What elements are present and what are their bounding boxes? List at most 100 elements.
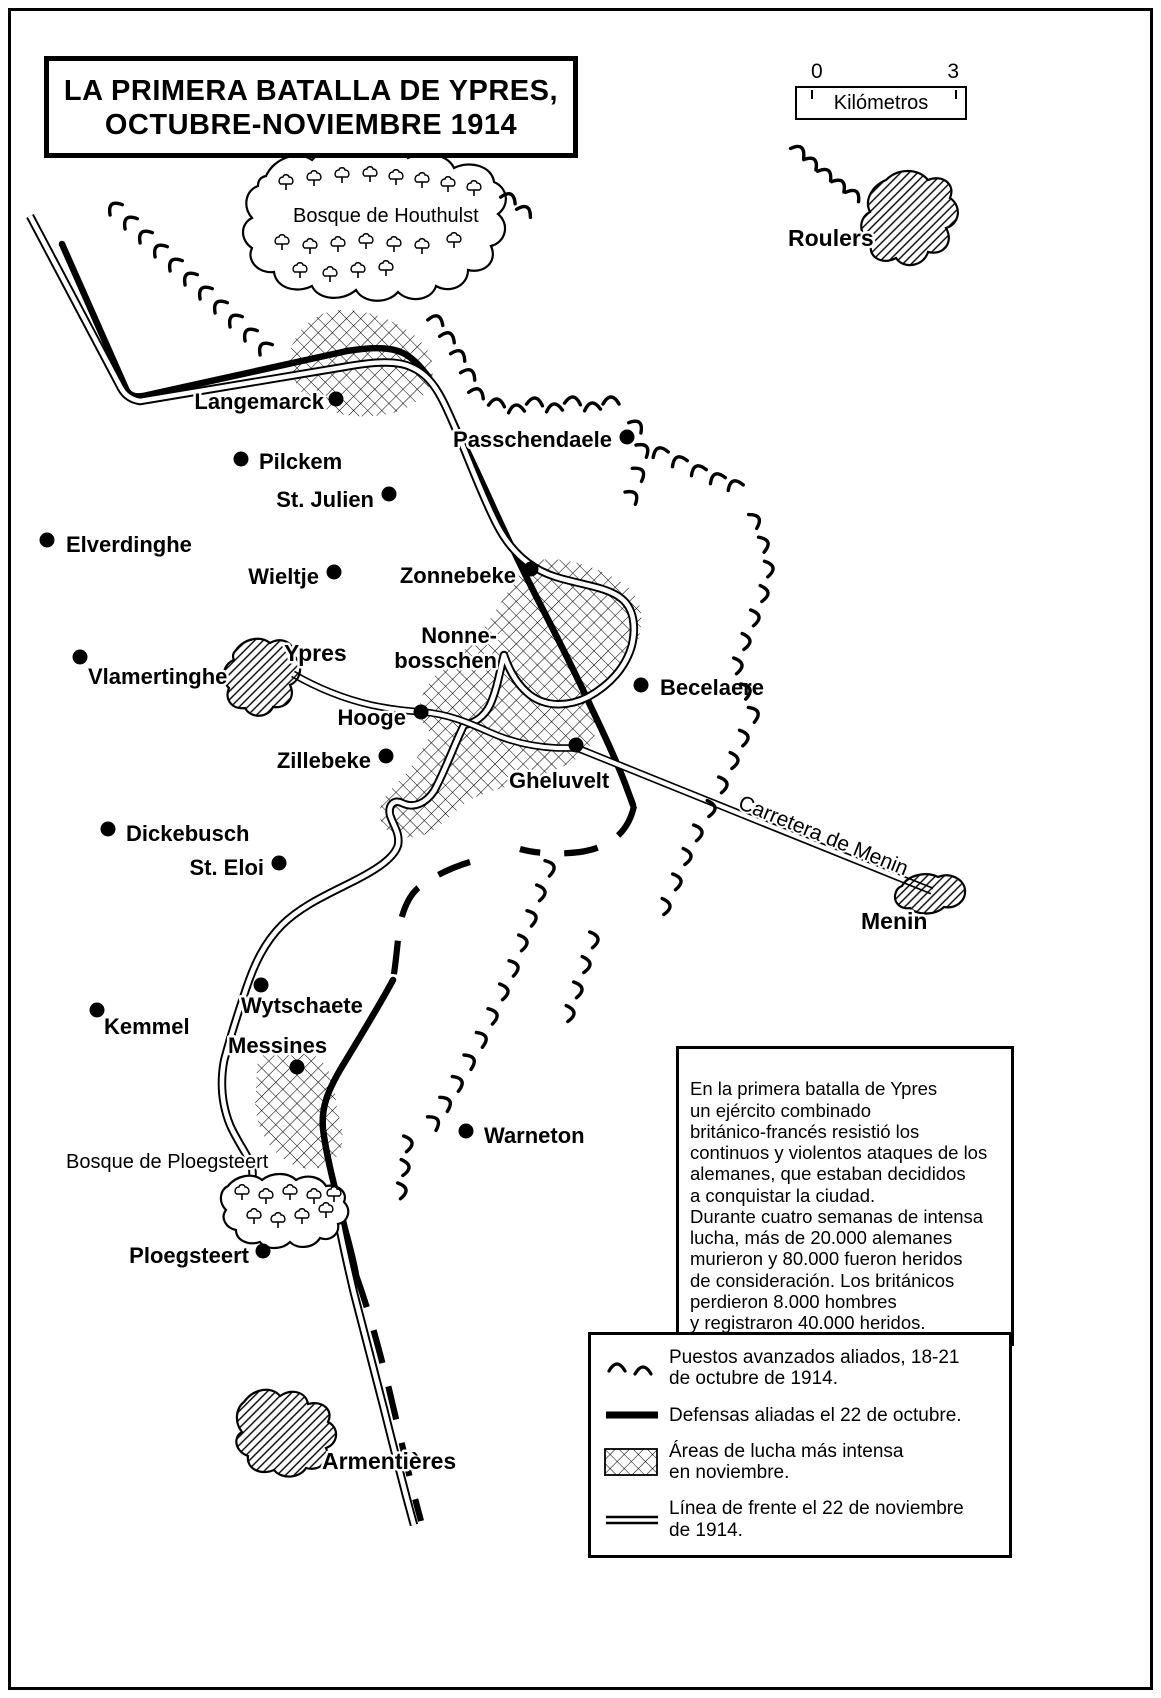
town-warneton: Warneton (458, 1121, 587, 1151)
outpost-mark-icon (118, 211, 140, 231)
outpost-mark-icon (801, 152, 823, 172)
outpost-mark-icon (815, 163, 837, 183)
legend-label-outposts: Puestos avanzados aliados, 18-21 de octu… (669, 1347, 960, 1390)
map-title-line1: LA PRIMERA BATALLA DE YPRES, (63, 75, 559, 107)
town-messines: Messines (226, 1031, 330, 1075)
outpost-mark-icon (706, 469, 727, 486)
outpost-mark-icon (601, 395, 621, 406)
front-line-outer (26, 214, 639, 1527)
outpost-mark-icon (746, 509, 765, 531)
outpost-mark-icon (458, 364, 480, 382)
town-kemmel: Kemmel (89, 1002, 192, 1042)
scale-bar: 0 3 Kilómetros (795, 60, 967, 120)
outpost-mark-icon (762, 558, 777, 579)
thick-line-symbol-icon (606, 1411, 658, 1419)
legend-label-defense-line: Defensas aliadas el 22 de octubre. (669, 1404, 962, 1426)
outpost-mark-icon (691, 822, 706, 843)
outpost-mark-icon (746, 703, 763, 724)
outpost-mark-icon (649, 443, 670, 460)
outpost-mark-icon (731, 655, 746, 676)
town-label: Passchendaele (453, 427, 612, 452)
outpost-mark-icon (437, 328, 459, 345)
town-vlamertinghe: Vlamertinghe (72, 649, 230, 692)
armentieres-city-shape (235, 1388, 338, 1478)
town-dot (326, 564, 342, 580)
outpost-mark-icon (756, 533, 773, 554)
town-label: St. Julien (276, 487, 374, 512)
armentieres-city-label: Armentières (322, 1448, 456, 1474)
outpost-mark-icon (687, 461, 708, 478)
town-label: Gheluvelt (509, 768, 610, 793)
outpost-mark-icon (626, 415, 648, 435)
outpost-mark-icon (660, 896, 673, 917)
town-label: Langemarck (194, 389, 324, 414)
outpost-mark-icon (486, 1005, 501, 1026)
legend-symbol-outposts (603, 1355, 669, 1381)
outpost-mark-icon (163, 253, 185, 273)
scale-numbers: 0 3 (795, 60, 967, 86)
scale-zero-label: 0 (811, 60, 823, 83)
outpost-mark-icon (580, 954, 593, 975)
outposts-symbol-icon (607, 1362, 653, 1376)
town-nonne-bosschen: Nonne-bosschen (392, 621, 500, 676)
town-dot (39, 532, 55, 548)
crosshatch-symbol-icon (604, 1448, 658, 1476)
outpost-mark-icon (506, 402, 527, 415)
roulers-city-shape (860, 169, 959, 267)
town-dot (328, 391, 344, 407)
town-dot (253, 977, 269, 993)
ypres-city-label: Ypres (284, 640, 347, 666)
outpost-mark-icon (462, 1050, 480, 1072)
outpost-mark-icon (724, 476, 745, 493)
town-dot (568, 737, 584, 753)
outpost-mark-icon (564, 1003, 577, 1024)
town-langemarck: Langemarck (192, 387, 344, 417)
scale-unit-label: Kilómetros (833, 91, 929, 114)
ypres-city-shape (222, 637, 302, 717)
outpost-mark-icon (582, 400, 603, 413)
town-elverdinghe: Elverdinghe (39, 530, 194, 560)
outpost-mark-icon (148, 239, 170, 259)
town-label: Dickebusch (126, 821, 250, 846)
legend-box: Puestos avanzados aliados, 18-21 de octu… (588, 1332, 1012, 1558)
outpost-mark-icon (466, 384, 488, 401)
outpost-mark-icon (748, 607, 763, 628)
outpost-mark-icon (438, 1092, 456, 1114)
town-label: Warneton (484, 1123, 585, 1148)
town-zillebeke: Zillebeke (274, 746, 394, 776)
outpost-mark-icon (524, 395, 545, 408)
outpost-mark-icon (668, 452, 689, 469)
outpost-mark-icon (571, 979, 586, 1000)
outpost-mark-icon (525, 907, 540, 928)
town-dot (378, 748, 394, 764)
outpost-mark-icon (133, 225, 155, 245)
outpost-mark-icon (178, 267, 200, 287)
town-wytschaete: Wytschaete (239, 977, 365, 1021)
roulers-city-label: Roulers (788, 225, 874, 251)
outpost-mark-icon (450, 1072, 467, 1093)
outpost-mark-icon (587, 929, 602, 950)
outpost-mark-icon (514, 201, 536, 220)
defense-line-dashed-a (519, 805, 638, 857)
outpost-mark-icon (829, 174, 851, 194)
double-line-symbol-icon (606, 1515, 658, 1524)
outpost-mark-icon (758, 583, 771, 604)
outpost-mark-icon (716, 774, 731, 795)
outpost-mark-icon (740, 631, 753, 652)
map-title-box: LA PRIMERA BATALLA DE YPRES, OCTUBRE-NOV… (44, 56, 578, 159)
front-line-inner (27, 214, 637, 1526)
town-label: Vlamertinghe (88, 664, 227, 689)
outpost-mark-icon (544, 401, 565, 414)
town-dot (89, 1002, 105, 1018)
town-label: Wieltje (248, 564, 319, 589)
outpost-mark-icon (238, 323, 260, 343)
town-dot (633, 677, 649, 693)
town-label: Kemmel (104, 1014, 190, 1039)
outpost-mark-icon (670, 871, 685, 892)
outpost-mark-icon (634, 438, 654, 460)
outpost-mark-icon (223, 309, 245, 329)
scale-three-label: 3 (947, 60, 959, 83)
town-label: Hooge (338, 705, 406, 730)
legend-symbol-defense-line (603, 1409, 669, 1421)
